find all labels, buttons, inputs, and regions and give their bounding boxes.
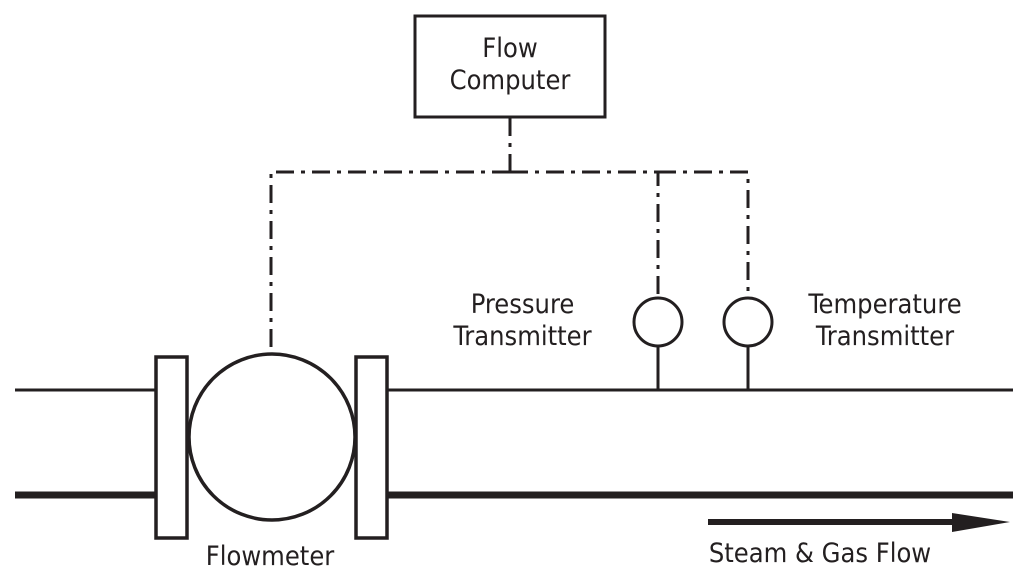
flow-arrow-head	[952, 513, 1010, 532]
temperature-transmitter-label: Temperature Transmitter	[795, 289, 975, 353]
temperature-label-line2: Transmitter	[815, 321, 955, 352]
signal-line-to-pressure	[510, 170, 660, 299]
flow-computer-label: Flow Computer	[415, 33, 605, 97]
pressure-transmitter-symbol	[632, 296, 684, 348]
pressure-label-line2: Transmitter	[453, 321, 592, 352]
flowmeter-label: Flowmeter	[205, 541, 335, 572]
signal-line-to-temperature	[658, 170, 750, 299]
temperature-label-line1: Temperature	[808, 289, 962, 320]
flow-direction-label: Steam & Gas Flow	[708, 538, 932, 569]
flow-computer-box	[413, 14, 607, 119]
flow-computer-label-line1: Flow	[482, 33, 538, 64]
flowmeter-body	[187, 352, 357, 522]
flange-left	[154, 355, 189, 540]
flange-right	[354, 355, 389, 540]
signal-lines	[269, 118, 750, 353]
pressure-transmitter-label: Pressure Transmitter	[440, 289, 605, 353]
temperature-transmitter-symbol	[722, 296, 774, 348]
flow-computer-label-line2: Computer	[449, 65, 571, 96]
pressure-label-line1: Pressure	[470, 289, 575, 320]
signal-line-to-flowmeter	[269, 170, 510, 353]
